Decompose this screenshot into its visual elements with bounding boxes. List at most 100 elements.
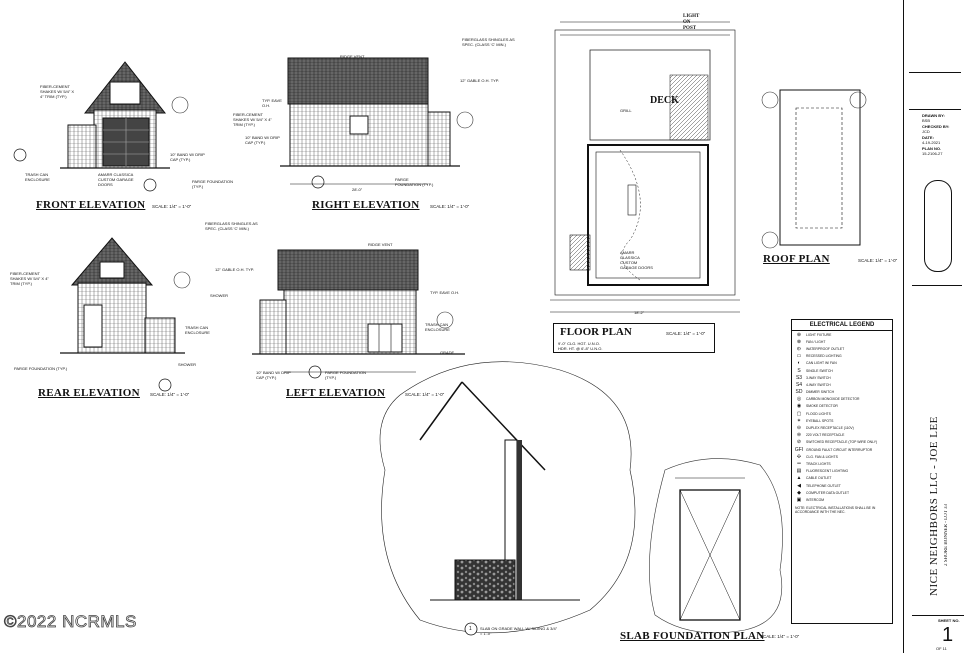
slab-foundation-title: SLAB FOUNDATION PLAN	[620, 630, 765, 642]
legend-label: INTERCOM	[806, 497, 825, 502]
watermark: ©2022 NCRMLS	[4, 612, 137, 632]
right-elevation-title: RIGHT ELEVATION	[312, 199, 420, 211]
electrical-legend-item: ▭RECESSED LIGHTING	[792, 353, 892, 360]
sheet-of: OF 11	[936, 646, 947, 651]
electrical-legend-item: ▢FLOOD LIGHTS	[792, 410, 892, 417]
callout-shingles-right: FIBERGLASS SHINGLES AS SPEC. (CLASS 'C' …	[462, 37, 515, 47]
left-elevation-title: LEFT ELEVATION	[286, 387, 386, 399]
floor-plan-note-1: 9'-0" CLG. HGT. U.N.O.	[558, 341, 600, 346]
callout-band-left: 10" BAND W/ DRIP CAP (TYP.)	[256, 370, 291, 380]
roof-plan-drawing	[761, 89, 867, 249]
electrical-legend-item: ◆COMPUTER DATA OUTLET	[792, 489, 892, 496]
legend-symbol-icon: S4	[795, 381, 803, 388]
drawn-by-label: DRAWN BY:	[922, 113, 945, 118]
callout-band-front: 10" BAND W/ DRIP CAP (TYP.)	[170, 152, 205, 162]
electrical-legend-item: ═TRACK LIGHTS	[792, 460, 892, 467]
legend-symbol-icon: ⊖	[796, 425, 802, 432]
electrical-legend-item: ▤ FLUORESCENT LIGHTING	[792, 468, 892, 475]
legend-label: 4-WAY SWITCH	[806, 382, 831, 387]
legend-label: GROUND FAULT CIRCUIT INTERRUPTOR	[806, 447, 873, 452]
date-label: DATE:	[922, 135, 934, 140]
callout-trash-can-front: TRASH CAN ENCLOSURE	[25, 172, 50, 182]
checked-by-value: JCD	[922, 129, 930, 134]
legend-label: LIGHT FIXTURE	[806, 332, 832, 337]
date-value: 4-19-2021	[922, 140, 941, 145]
callout-band-right: 10" BAND W/ DRIP CAP (TYP.)	[245, 135, 280, 145]
left-elevation-scale: SCALE: 1/4" = 1'-0"	[405, 392, 445, 397]
legend-label: EYEBALL SPOTS	[806, 418, 834, 423]
title-block: DRAWN BY: BSB CHECKED BY: JCD DATE: 4-19…	[903, 0, 966, 653]
electrical-legend-item: ⊗FAN / LIGHT	[792, 338, 892, 345]
wall-section-number: 1	[469, 626, 472, 632]
callout-shower-rear: SHOWER	[178, 362, 196, 367]
sheet-no-value: 1	[942, 624, 954, 646]
legend-symbol-icon: ▣	[796, 496, 802, 503]
wall-section-caption: SLAB ON GRADE WALL W/ SIDING & 3/4" = 1'…	[480, 626, 558, 636]
legend-label: SMOKE DETECTOR	[806, 404, 838, 409]
rear-elevation-drawing	[60, 237, 191, 392]
callout-ridge-vent-right: RIDGE VENT	[340, 54, 365, 59]
callout-ridge-vent-left: RIDGE VENT	[368, 242, 393, 247]
company-logo	[924, 180, 952, 272]
electrical-legend-note: NOTE: ELECTRICAL INSTALLATIONS SHALL BE …	[795, 505, 876, 514]
electrical-legend-title: ELECTRICAL LEGEND	[792, 320, 892, 331]
legend-label: 220 VOLT RECEPTACLE	[806, 433, 845, 438]
legend-label: TELEPHONE OUTLET	[806, 483, 841, 488]
callout-fiber-cement-rear: FIBER-CEMENT SHAKES W/ 5/4" X 4" TRIM (T…	[10, 271, 49, 286]
electrical-legend-item: ◉ SMOKE DETECTOR	[792, 403, 892, 410]
callout-parge-right: PARGE FOUNDATION (TYP.)	[395, 177, 434, 187]
floor-plan-drawing	[550, 21, 740, 313]
legend-label: COMPUTER DATA OUTLET	[806, 490, 850, 495]
electrical-legend-item: ⊕LIGHT FIXTURE	[792, 331, 892, 338]
callout-parge-left: PARGE FOUNDATION (TYP.)	[325, 370, 366, 380]
project-name: NICE NEIGHBORS LLC - JOE LEE	[928, 416, 940, 596]
legend-label: WATERPROOF OUTLET	[806, 346, 845, 351]
callout-parge-front: PARGE FOUNDATION (TYP.)	[192, 179, 233, 189]
legend-label: SINGLE SWITCH	[806, 368, 833, 373]
electrical-legend-item: ◎CARBON MONOXIDE DETECTOR	[792, 396, 892, 403]
callout-parge-rear: PARGE FOUNDATION (TYP.)	[14, 366, 68, 371]
project-address: 2 SHORE BONNER - LOT 33	[944, 504, 949, 566]
callout-shingles-left: FIBERGLASS SHINGLES AS SPEC. (CLASS 'C' …	[205, 221, 258, 231]
callout-trash-can-rear: TRASH CAN ENCLOSURE	[185, 325, 210, 335]
legend-label: 3-WAY SWITCH	[806, 375, 831, 380]
legend-symbol-icon: ◐	[797, 360, 801, 367]
callout-fiber-cement-front: FIBER-CEMENT SHAKES W/ 5/4" X 4" TRIM (T…	[40, 84, 75, 99]
legend-symbol-icon: ▭	[796, 353, 802, 360]
revisions-box	[909, 72, 961, 110]
legend-label: DIMMER SWITCH	[806, 390, 835, 395]
legend-symbol-icon: S	[797, 367, 801, 374]
electrical-legend-item: ▲CABLE OUTLET	[792, 475, 892, 482]
legend-symbol-icon: ⦶	[797, 345, 801, 352]
callout-gable-left: 12" GABLE O.H. TYP.	[215, 267, 255, 272]
drawing-linework	[13, 21, 867, 636]
legend-symbol-icon: ◉	[796, 403, 802, 410]
checked-by-label: CHECKED BY:	[922, 124, 950, 129]
legend-symbol-icon: ⊜	[796, 432, 802, 439]
electrical-legend: ELECTRICAL LEGEND ⊕LIGHT FIXTURE⊗FAN / L…	[791, 319, 893, 624]
callout-eave-right: TYP. EAVE O.H.	[262, 98, 282, 108]
legend-symbol-icon: ▤	[796, 468, 802, 475]
deck-label: DECK	[650, 95, 679, 106]
right-elevation-scale: SCALE: 1/4" = 1'-0"	[430, 204, 470, 209]
legend-symbol-icon: ⊗	[796, 338, 802, 345]
plan-no-label: PLAN NO.	[922, 146, 942, 151]
plan-no-value: 15-2106-27	[922, 151, 943, 156]
legend-symbol-icon: ◀	[797, 482, 801, 489]
drawn-by-value: BSB	[922, 118, 931, 123]
legend-label: FLUORESCENT LIGHTING	[806, 469, 849, 474]
legend-label: CAN LIGHT W/ FAN	[806, 361, 837, 366]
legend-symbol-icon: ◎	[796, 396, 802, 403]
electrical-legend-item: S SINGLE SWITCH	[792, 367, 892, 374]
dim-28-right: 28'-0"	[352, 187, 363, 192]
legend-symbol-icon: ▲	[796, 475, 802, 482]
legend-label: DUPLEX RECEPTACLE (110V)	[806, 426, 854, 431]
electrical-legend-item: ⊖ DUPLEX RECEPTACLE (110V)	[792, 424, 892, 431]
slab-foundation-scale: SCALE: 1/4" = 1'-0"	[760, 634, 800, 639]
legend-symbol-icon: ▢	[796, 410, 802, 417]
electrical-legend-rows: ⊕LIGHT FIXTURE⊗FAN / LIGHT⦶ WATERPROOF OU…	[792, 331, 892, 504]
